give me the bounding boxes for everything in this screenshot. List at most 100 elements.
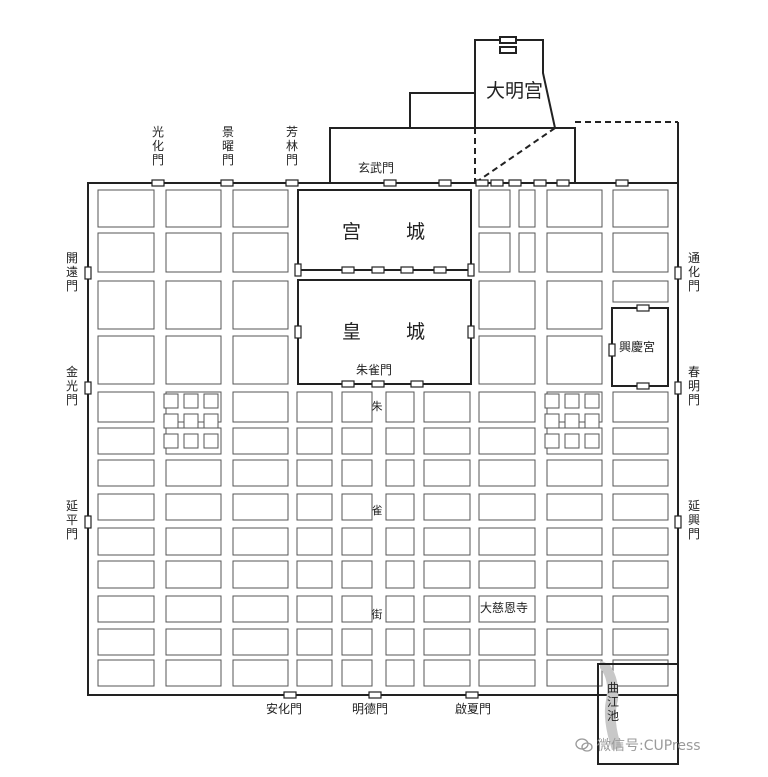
dacien-temple-label: 大慈恩寺	[480, 600, 528, 615]
huangcheng-char-2: 城	[406, 321, 425, 343]
ward-block	[546, 493, 603, 521]
gate-marker	[84, 515, 92, 529]
ward-block	[296, 595, 333, 623]
north-gate-label-3: 芳林門	[286, 125, 298, 167]
ward-block	[165, 560, 222, 589]
ward-block	[546, 628, 603, 656]
ward-block	[296, 391, 333, 423]
gate-marker	[615, 179, 629, 187]
ward-block	[546, 527, 603, 556]
market-cell	[544, 393, 560, 409]
ward-block	[423, 493, 471, 521]
ward-block	[165, 595, 222, 623]
ward-block	[232, 280, 289, 330]
ward-block	[232, 189, 289, 228]
gate-marker	[467, 325, 475, 339]
ward-block	[341, 427, 373, 455]
ward-block	[385, 427, 415, 455]
ward-block	[385, 493, 415, 521]
ward-block	[97, 335, 155, 385]
ward-block	[385, 391, 415, 423]
ward-block	[165, 232, 222, 273]
gate-marker	[383, 179, 397, 187]
ward-block	[341, 391, 373, 423]
ward-block	[546, 280, 603, 330]
zhuque-street-char: 朱	[372, 400, 383, 413]
ward-block	[612, 391, 669, 423]
gate-marker	[294, 263, 302, 277]
west-gate-label-1: 開遠門	[66, 251, 78, 293]
market-cell	[584, 413, 600, 429]
market-cell	[183, 413, 199, 429]
ward-block	[165, 335, 222, 385]
gate-marker	[636, 304, 650, 312]
ward-block	[97, 527, 155, 556]
ward-block	[232, 493, 289, 521]
ward-block	[296, 560, 333, 589]
ward-block	[612, 527, 669, 556]
ward-block	[423, 391, 471, 423]
ward-block	[478, 595, 536, 623]
ward-block	[296, 628, 333, 656]
ward-block	[232, 391, 289, 423]
ward-block	[385, 595, 415, 623]
gate-marker	[490, 179, 504, 187]
ward-block	[97, 189, 155, 228]
gate-marker	[508, 179, 522, 187]
ward-block	[612, 280, 669, 303]
ward-block	[478, 232, 511, 273]
ward-block	[341, 659, 373, 687]
ward-block	[165, 493, 222, 521]
ward-block	[232, 232, 289, 273]
gate-marker	[400, 266, 414, 274]
watermark: 微信号:CUPress	[575, 735, 701, 755]
ward-block	[296, 427, 333, 455]
ward-block	[341, 493, 373, 521]
ward-block	[385, 527, 415, 556]
ward-block	[97, 560, 155, 589]
ward-block	[97, 659, 155, 687]
market-cell	[203, 413, 219, 429]
gongcheng-char-2: 城	[406, 221, 425, 243]
gate-marker	[438, 179, 452, 187]
ward-block	[232, 595, 289, 623]
ward-block	[612, 628, 669, 656]
ward-block	[296, 659, 333, 687]
gate-marker	[410, 380, 424, 388]
markets	[163, 393, 600, 449]
gate-marker	[608, 343, 616, 357]
gate-marker	[371, 266, 385, 274]
gate-marker	[674, 515, 682, 529]
ward-block	[165, 527, 222, 556]
gate-marker	[533, 179, 547, 187]
ward-block	[478, 391, 536, 423]
ward-block	[423, 459, 471, 487]
ward-block	[612, 595, 669, 623]
gongcheng-char-1: 宫	[342, 221, 361, 243]
ward-block	[232, 659, 289, 687]
ward-block	[97, 595, 155, 623]
ward-block	[423, 527, 471, 556]
gate-marker	[674, 381, 682, 395]
ward-block	[612, 232, 669, 273]
ward-block	[478, 659, 536, 687]
gate-marker	[371, 380, 385, 388]
ward-block	[341, 628, 373, 656]
gate-marker	[294, 325, 302, 339]
gate-marker	[636, 382, 650, 390]
west-gate-label-3: 延平門	[66, 499, 78, 541]
ward-block	[341, 595, 373, 623]
zhuque-gate-label: 朱雀門	[356, 363, 392, 377]
gate-marker	[285, 179, 299, 187]
gate-marker	[283, 691, 297, 699]
ward-block	[546, 189, 603, 228]
zhuque-street-char: 街	[372, 607, 383, 621]
ward-block	[97, 427, 155, 455]
ward-block	[612, 232, 669, 273]
market-cell	[183, 433, 199, 449]
ward-block	[165, 189, 222, 228]
market-cell	[163, 393, 179, 409]
ward-block	[612, 189, 669, 228]
